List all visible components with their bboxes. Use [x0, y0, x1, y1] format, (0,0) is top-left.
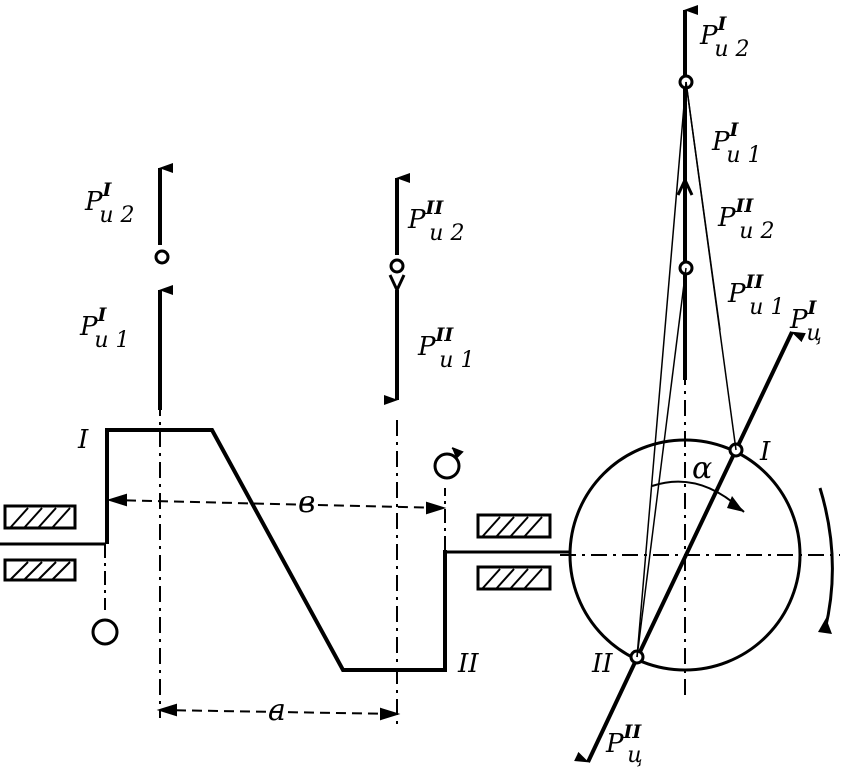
crank-circle [568, 438, 802, 672]
counterweight-left [91, 618, 119, 646]
right-bearing [476, 513, 552, 591]
dimension-label-a: a [268, 693, 286, 728]
dimension-a [156, 703, 401, 721]
crank-label-II-right: II [591, 649, 613, 679]
crank-label-II: II [457, 649, 479, 679]
dimension-label-b: в [298, 485, 315, 520]
counterweight-right [433, 452, 461, 480]
crankshaft-profile [105, 428, 447, 672]
dimension-b [106, 493, 447, 515]
rotation-arrow [818, 487, 834, 631]
crank-label-I-right: I [759, 437, 771, 467]
angle-alpha-label: α [692, 451, 712, 486]
crank-label-I: I [77, 425, 89, 455]
force-arrow-pc2 [574, 655, 640, 763]
construction-lines [636, 81, 737, 658]
force-arrow-pc1 [636, 331, 806, 657]
left-bearing [3, 504, 77, 582]
